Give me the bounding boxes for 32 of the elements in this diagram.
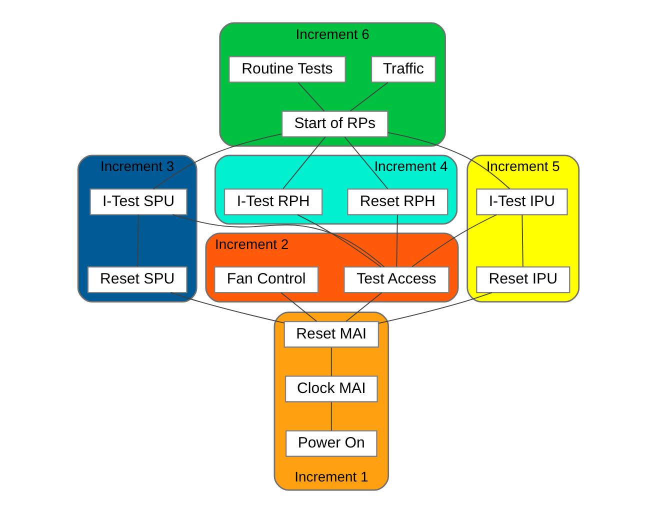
node-box: Routine Tests — [228, 56, 346, 82]
connector — [152, 132, 282, 190]
node-box: I-Test IPU — [476, 188, 568, 215]
connector — [137, 214, 139, 267]
connector — [350, 81, 388, 112]
node-box: I-Test SPU — [90, 188, 188, 215]
node-box: Reset IPU — [476, 266, 570, 293]
connector — [172, 214, 385, 267]
node-box: Clock MAI — [284, 375, 378, 402]
connector — [330, 346, 332, 376]
connector — [344, 136, 388, 189]
connector — [522, 214, 524, 267]
node-box: Test Access — [344, 266, 450, 293]
connector — [170, 292, 284, 323]
node-box: Power On — [286, 430, 378, 456]
node-box: Reset RPH — [347, 188, 448, 215]
connector — [330, 401, 332, 431]
node-box: Reset MAI — [284, 320, 380, 348]
node-box: Start of RPs — [281, 110, 388, 137]
node-box: Reset SPU — [87, 266, 188, 293]
connector — [396, 214, 398, 267]
connector — [296, 214, 382, 267]
connector — [346, 292, 382, 322]
connector — [378, 292, 492, 324]
connector — [280, 292, 318, 322]
connector — [412, 214, 497, 267]
connector — [387, 132, 510, 189]
connector — [298, 82, 325, 112]
connector — [282, 136, 326, 189]
node-box: Traffic — [370, 56, 436, 82]
node-box: Fan Control — [214, 266, 319, 293]
node-box: I-Test RPH — [224, 188, 323, 215]
